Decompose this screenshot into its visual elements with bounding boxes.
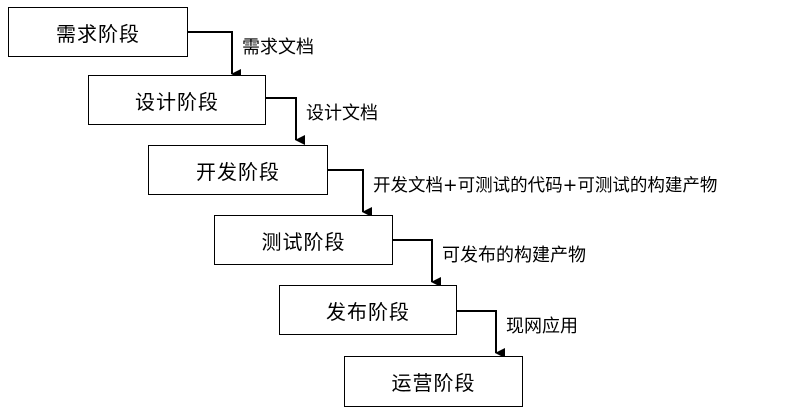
stage-label-release: 发布阶段 xyxy=(326,299,410,324)
connector-arrow-1 xyxy=(188,31,241,79)
stage-box-operations: 运营阶段 xyxy=(344,356,523,407)
stage-box-design: 设计阶段 xyxy=(88,75,266,125)
stage-box-development: 开发阶段 xyxy=(148,145,328,195)
artifact-label-release-build: 可发布的构建产物 xyxy=(442,245,586,266)
connector-arrow-2 xyxy=(266,97,305,145)
connector-arrow-5 xyxy=(457,310,505,358)
stage-label-development: 开发阶段 xyxy=(196,159,280,184)
connector-arrow-3 xyxy=(328,169,372,217)
artifact-label-live-application: 现网应用 xyxy=(506,316,578,337)
artifact-label-requirements-doc: 需求文档 xyxy=(242,37,314,58)
stage-box-testing: 测试阶段 xyxy=(214,215,393,265)
artifact-label-development-output: 开发文档+可测试的代码+可测试的构建产物 xyxy=(373,176,718,196)
connector-arrow-4 xyxy=(393,239,441,287)
artifact-label-design-doc: 设计文档 xyxy=(306,103,378,124)
stage-label-design: 设计阶段 xyxy=(135,89,219,114)
stage-label-operations: 运营阶段 xyxy=(391,371,476,395)
stage-label-requirements: 需求阶段 xyxy=(56,21,140,46)
stage-box-release: 发布阶段 xyxy=(279,285,457,335)
stage-label-testing: 测试阶段 xyxy=(261,229,346,254)
stage-box-requirements: 需求阶段 xyxy=(8,7,188,57)
